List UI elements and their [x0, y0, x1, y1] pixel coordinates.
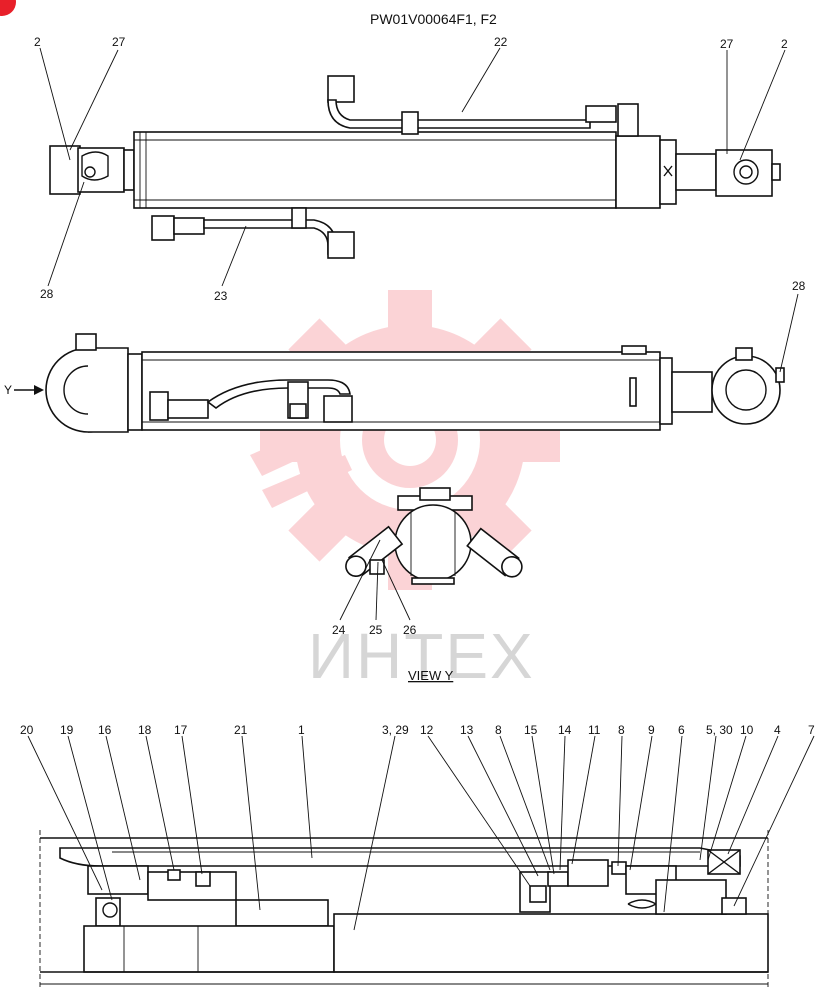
callout-label: 3, 29	[382, 723, 409, 737]
callout-label: 27	[720, 37, 734, 51]
callout-label: 19	[60, 723, 74, 737]
cylinder-top-view	[49, 75, 781, 259]
callout-label: 8	[618, 723, 625, 737]
callout-label: 2	[781, 37, 788, 51]
watermark-text: ИНТЕХ	[308, 620, 535, 692]
cylinder-side-view	[14, 333, 785, 433]
callout-label: 21	[234, 723, 248, 737]
callout-label: 18	[138, 723, 152, 737]
view-y-detail	[345, 487, 523, 585]
callout-label: 10	[740, 723, 754, 737]
callout-label: 27	[112, 35, 126, 49]
callout-label: 5, 30	[706, 723, 733, 737]
callout-label: 22	[494, 35, 508, 49]
callout-label: 2	[34, 35, 41, 49]
callout-label: 4	[774, 723, 781, 737]
callout-label: 6	[678, 723, 685, 737]
callout-label: 11	[588, 723, 601, 737]
callout-label: 8	[495, 723, 502, 737]
drawing-code: PW01V00064F1, F2	[370, 11, 497, 27]
callout-label: 17	[174, 723, 188, 737]
callout-label: 14	[558, 723, 572, 737]
view-arrow-label: Y	[4, 383, 12, 397]
callout-label: 28	[40, 287, 54, 301]
callout-label: 16	[98, 723, 112, 737]
view-y-title: VIEW Y	[408, 668, 454, 683]
callout-label: 13	[460, 723, 474, 737]
callout-label: 1	[298, 723, 305, 737]
callout-label: 26	[403, 623, 417, 637]
callout-label: 7	[808, 723, 815, 737]
callout-label: 15	[524, 723, 538, 737]
callout-label: 28	[792, 279, 806, 293]
leader-lines	[27, 47, 815, 931]
section-view	[39, 830, 769, 990]
callout-label: 25	[369, 623, 383, 637]
callout-label: 12	[420, 723, 434, 737]
callout-label: 23	[214, 289, 228, 303]
corner-badge	[0, 0, 16, 16]
callout-label: 24	[332, 623, 346, 637]
callout-label: 20	[20, 723, 34, 737]
callout-label: 9	[648, 723, 655, 737]
